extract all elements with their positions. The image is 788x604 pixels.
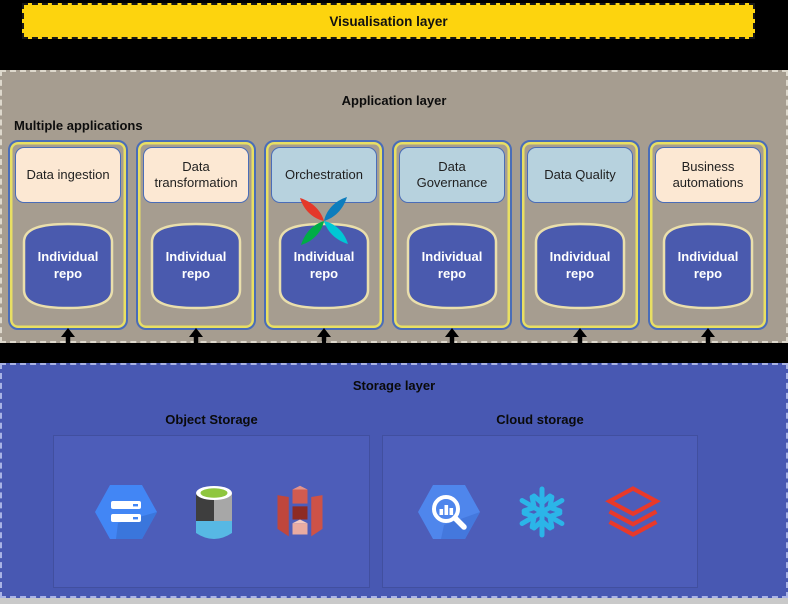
visualisation-layer-title: Visualisation layer xyxy=(329,13,448,29)
application-layer: Application layer Multiple applications … xyxy=(0,70,788,344)
cylinder-shape xyxy=(534,222,626,310)
repo-label: Individual repo xyxy=(37,249,99,281)
up-arrow-icon xyxy=(189,328,203,344)
up-arrow-icon xyxy=(573,328,587,344)
up-arrow-icon xyxy=(445,328,459,344)
individual-repo-cylinder: Individual repo xyxy=(20,220,116,312)
cylinder-shape xyxy=(662,222,754,310)
snowflake-icon xyxy=(519,486,565,537)
cloud-storage-box xyxy=(382,435,698,588)
app-card-label: Data ingestion xyxy=(26,166,110,182)
app-column-data-governance: Data Governance Individual repo xyxy=(392,140,512,344)
app-column-data-quality: Data Quality Individual repo xyxy=(520,140,640,344)
bottom-edge-strip xyxy=(0,598,788,604)
cylinder-shape xyxy=(406,222,498,310)
google-cloud-storage-icon xyxy=(94,484,157,539)
up-arrow-icon xyxy=(701,328,715,344)
application-layer-title: Application layer xyxy=(341,93,447,108)
object-storage-heading: Object Storage xyxy=(165,412,258,427)
app-card-label: Data transformation xyxy=(154,158,238,190)
visualisation-layer: Visualisation layer xyxy=(22,3,755,39)
storage-layer-title: Storage layer xyxy=(352,378,436,393)
app-card: Data transformation xyxy=(143,147,249,203)
repo-label: Individual repo xyxy=(165,249,227,281)
cylinder-shape xyxy=(150,222,242,310)
app-column-data-ingestion: Data ingestion Individual repo xyxy=(8,140,128,344)
app-card: Data Governance xyxy=(399,147,505,203)
repo-label: Individual repo xyxy=(549,249,611,281)
repo-label: Individual repo xyxy=(293,249,355,281)
app-column-data-transformation: Data transformation Individual repo xyxy=(136,140,256,344)
individual-repo-cylinder: Individual repo xyxy=(660,220,756,312)
object-storage-box xyxy=(53,435,370,588)
cloud-storage-heading: Cloud storage xyxy=(496,412,584,427)
app-card-label: Orchestration xyxy=(284,166,364,182)
app-card-label: Business automations xyxy=(672,158,744,190)
amazon-s3-icon xyxy=(277,485,322,536)
app-card-label: Data Quality xyxy=(544,166,616,182)
cylinder-shape xyxy=(278,222,370,310)
individual-repo-cylinder: Individual repo xyxy=(532,220,628,312)
individual-repo-cylinder: Individual repo xyxy=(276,220,372,312)
up-arrow-icon xyxy=(61,328,75,344)
app-column-orchestration: Orchestration Individual repo xyxy=(264,140,384,344)
repo-label: Individual repo xyxy=(677,249,739,281)
individual-repo-cylinder: Individual repo xyxy=(404,220,500,312)
app-column-business-automations: Business automations Individual repo xyxy=(648,140,768,344)
app-card: Business automations xyxy=(655,147,761,203)
app-card: Data ingestion xyxy=(15,147,121,203)
google-bigquery-icon xyxy=(418,484,480,539)
databricks-icon xyxy=(605,485,661,537)
airflow-pinwheel-icon xyxy=(300,197,348,245)
cylinder-shape xyxy=(22,222,114,310)
app-card: Orchestration xyxy=(271,147,377,203)
azure-data-lake-storage-icon xyxy=(195,485,232,539)
app-card-label: Data Governance xyxy=(416,158,488,190)
storage-layer: Storage layer Object Storage Cloud stora… xyxy=(0,363,788,598)
repo-label: Individual repo xyxy=(421,249,483,281)
app-card: Data Quality xyxy=(527,147,633,203)
multiple-applications-label: Multiple applications xyxy=(14,118,143,133)
individual-repo-cylinder: Individual repo xyxy=(148,220,244,312)
up-arrow-icon xyxy=(317,328,331,344)
